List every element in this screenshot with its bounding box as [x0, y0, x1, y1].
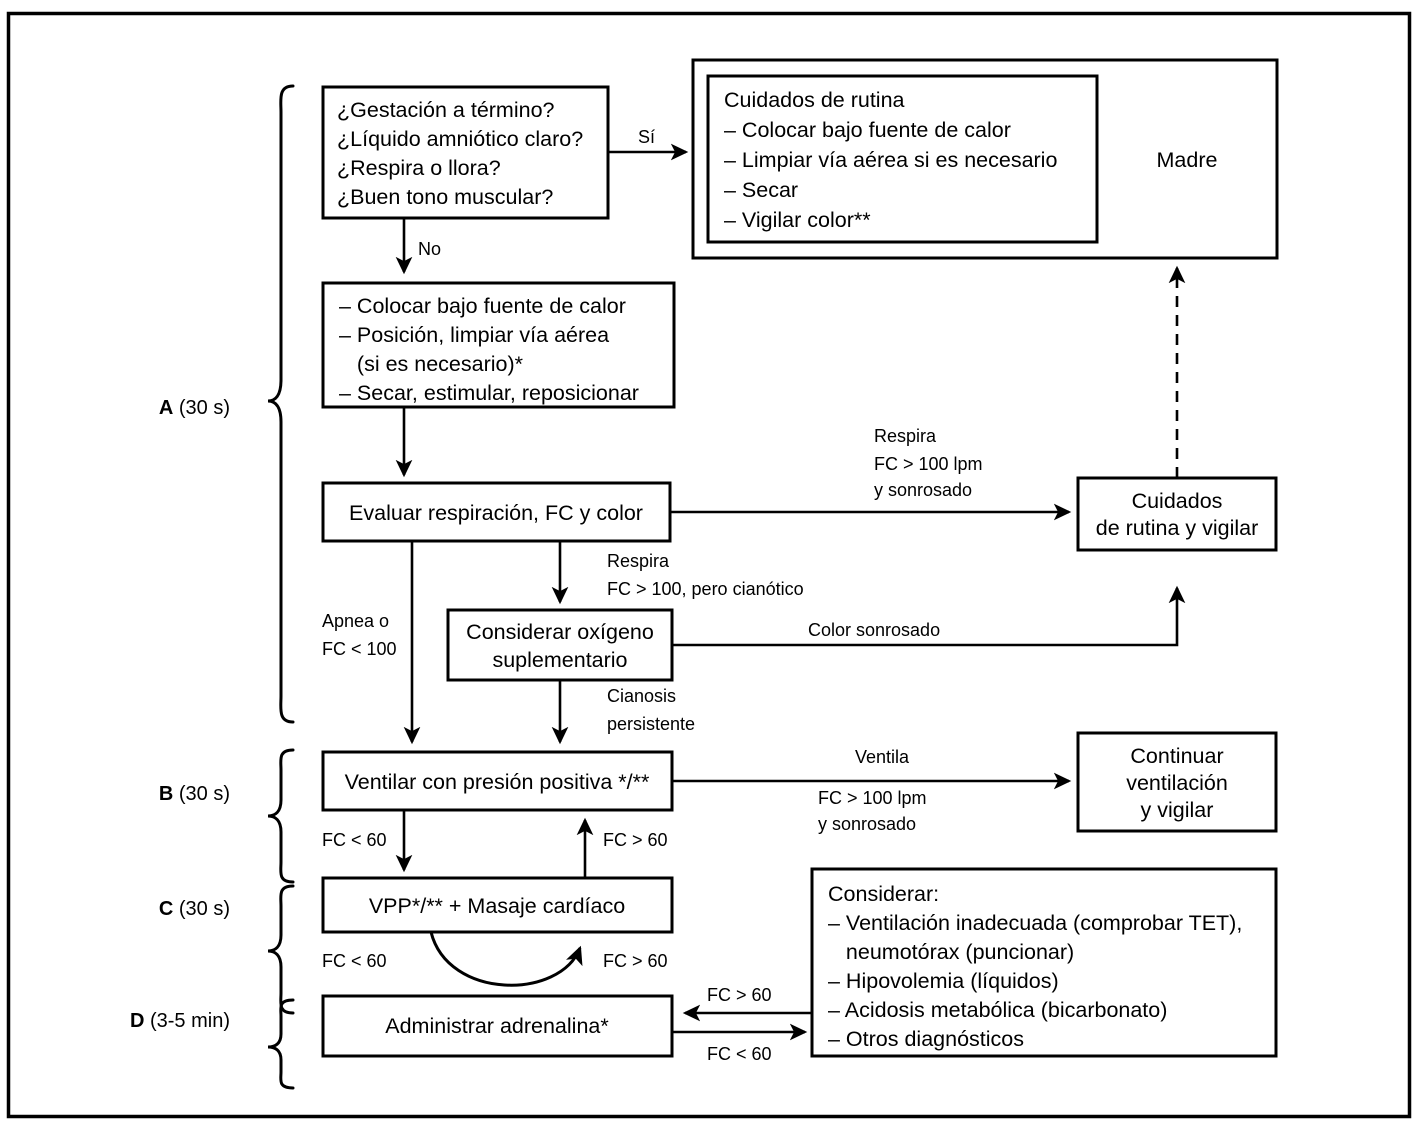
page-border — [6, 11, 1412, 1119]
assessment-line-1: ¿Gestación a término? — [337, 98, 555, 122]
edge-label-apnea-1: Apnea o — [322, 611, 389, 631]
continue-vent-line-1: Continuar — [1130, 744, 1223, 768]
label-ppv: Ventilar con presión positiva */** — [345, 770, 650, 794]
edge-label-breathes-2: FC > 100 lpm — [874, 454, 983, 474]
consider-line-4: – Hipovolemia (líquidos) — [828, 969, 1059, 993]
edge-oxygen-to-routine-monitor — [672, 585, 1186, 647]
label-adrenaline: Administrar adrenalina* — [385, 1014, 609, 1038]
edge-label-cyanosis-1: Cianosis — [607, 686, 676, 706]
box-adrenaline[interactable] — [321, 994, 674, 1058]
edge-label-cyanotic-1: Respira — [607, 551, 670, 571]
consider-line-6: – Otros diagnósticos — [828, 1027, 1024, 1051]
edge-label-hr-lt60-d: FC < 60 — [707, 1044, 772, 1064]
oxygen-line-1: Considerar oxígeno — [466, 620, 654, 644]
box-consider-oxygen[interactable] — [446, 608, 674, 682]
brace-stage-b — [267, 748, 295, 884]
box-initial-steps[interactable] — [321, 281, 676, 409]
brace-stage-d — [267, 998, 295, 1090]
initial-steps-line-1: – Colocar bajo fuente de calor — [339, 294, 626, 318]
edge-adrenaline-loop — [429, 931, 583, 987]
box-evaluate[interactable] — [321, 481, 672, 543]
box-initial-assessment[interactable] — [321, 85, 610, 220]
routine-care-line-1: Cuidados de rutina — [724, 88, 905, 112]
box-consider-causes[interactable] — [810, 867, 1278, 1058]
assessment-line-2: ¿Líquido amniótico claro? — [337, 127, 583, 151]
initial-steps-line-2: – Posición, limpiar vía aérea — [339, 323, 609, 347]
routine-monitor-line-2: de rutina y vigilar — [1096, 516, 1259, 540]
edge-label-pink-color: Color sonrosado — [808, 620, 940, 640]
box-routine-care-inner[interactable] — [706, 74, 1099, 244]
assessment-line-3: ¿Respira o llora? — [337, 156, 501, 180]
edge-label-breathes-1: Respira — [874, 426, 937, 446]
edge-label-breathes-3: y sonrosado — [874, 480, 972, 500]
continue-vent-line-3: y vigilar — [1141, 798, 1214, 822]
edge-label-hr-lt60-c: FC < 60 — [322, 951, 387, 971]
routine-care-line-2: – Colocar bajo fuente de calor — [724, 118, 1011, 142]
edge-label-cyanotic-2: FC > 100, pero cianótico — [607, 579, 804, 599]
box-continue-ventilation[interactable] — [1076, 731, 1278, 833]
routine-care-line-5: – Vigilar color** — [724, 208, 871, 232]
initial-steps-line-4: – Secar, estimular, reposicionar — [339, 381, 639, 405]
label-mother: Madre — [1157, 148, 1218, 172]
assessment-line-4: ¿Buen tono muscular? — [337, 185, 553, 209]
edge-label-vent-hr-1: FC > 100 lpm — [818, 788, 927, 808]
consider-line-5: – Acidosis metabólica (bicarbonato) — [828, 998, 1167, 1022]
label-evaluate: Evaluar respiración, FC y color — [349, 501, 643, 525]
stage-label-d: D (3-5 min) — [130, 1010, 230, 1032]
box-vpp-massage[interactable] — [321, 876, 674, 934]
brace-stage-c — [267, 884, 295, 1015]
edge-label-apnea-2: FC < 100 — [322, 639, 397, 659]
edge-label-cyanosis-2: persistente — [607, 714, 695, 734]
label-vpp-massage: VPP*/** + Masaje cardíaco — [369, 894, 625, 918]
edge-label-hr-lt60-b: FC < 60 — [322, 830, 387, 850]
edge-label-hr-gt60-b: FC > 60 — [603, 830, 668, 850]
edge-label-vent-hr-2: y sonrosado — [818, 814, 916, 834]
consider-line-3: neumotórax (puncionar) — [828, 940, 1074, 964]
box-routine-monitor[interactable] — [1076, 476, 1278, 552]
edge-label-hr-gt60-d: FC > 60 — [707, 985, 772, 1005]
consider-line-2: – Ventilación inadecuada (comprobar TET)… — [828, 911, 1242, 935]
stage-label-a: A (30 s) — [159, 397, 230, 419]
oxygen-line-2: suplementario — [492, 648, 627, 672]
edge-label-yes: Sí — [638, 127, 655, 147]
stage-label-b: B (30 s) — [159, 783, 230, 805]
routine-care-line-4: – Secar — [724, 178, 798, 202]
edge-label-hr-gt60-c: FC > 60 — [603, 951, 668, 971]
brace-stage-a — [267, 84, 295, 724]
continue-vent-line-2: ventilación — [1126, 771, 1228, 795]
box-ppv[interactable] — [321, 750, 674, 812]
stage-label-c: C (30 s) — [159, 898, 230, 920]
edge-label-ventilates: Ventila — [855, 747, 910, 767]
routine-care-line-3: – Limpiar vía aérea si es necesario — [724, 148, 1057, 172]
consider-line-1: Considerar: — [828, 882, 939, 906]
edge-label-no: No — [418, 239, 441, 259]
routine-monitor-line-1: Cuidados — [1132, 489, 1223, 513]
initial-steps-line-3: (si es necesario)* — [339, 352, 524, 376]
